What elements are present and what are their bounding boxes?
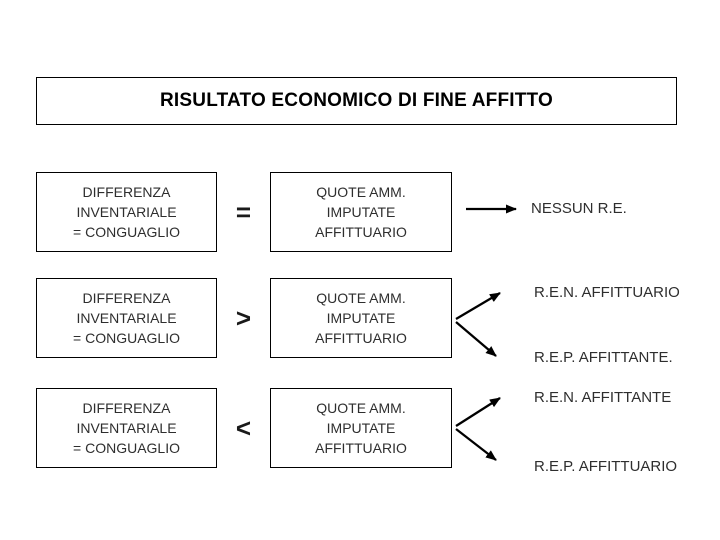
box-text-line: INVENTARIALE (76, 310, 177, 326)
arrow-up-right-icon (455, 292, 501, 320)
arrow-down-right-icon (455, 321, 497, 357)
box-text-line: QUOTE AMM. (316, 290, 406, 306)
box-text-line: DIFFERENZA (82, 184, 171, 200)
arrow-up-right-icon (455, 397, 501, 427)
difference-box-row1: DIFFERENZA INVENTARIALE = CONGUAGLIO (36, 172, 217, 252)
difference-box-row2: DIFFERENZA INVENTARIALE = CONGUAGLIO (36, 278, 217, 358)
quote-box-row3: QUOTE AMM. IMPUTATE AFFITTUARIO (270, 388, 452, 468)
title-box: RISULTATO ECONOMICO DI FINE AFFITTO (36, 77, 677, 125)
box-text-line: IMPUTATE (326, 204, 396, 220)
quote-box-row1: QUOTE AMM. IMPUTATE AFFITTUARIO (270, 172, 452, 252)
box-text-line: DIFFERENZA (82, 400, 171, 416)
box-text-line: INVENTARIALE (76, 204, 177, 220)
box-text-line: = CONGUAGLIO (73, 330, 180, 346)
operator-less-than: < (235, 412, 252, 443)
outcome-label-ren-affittante: R.E.N. AFFITTANTE (534, 389, 672, 406)
outcome-label-ren-affittuario: R.E.N. AFFITTUARIO (534, 284, 680, 301)
outcome-label-rep-affittante: R.E.P. AFFITTANTE. (534, 349, 673, 366)
operator-equal: = (235, 196, 252, 227)
slide-title: RISULTATO ECONOMICO DI FINE AFFITTO (160, 90, 553, 111)
operator-greater-than: > (235, 302, 252, 333)
box-text-line: IMPUTATE (326, 310, 396, 326)
quote-box-row2: QUOTE AMM. IMPUTATE AFFITTUARIO (270, 278, 452, 358)
outcome-label-no-result: NESSUN R.E. (531, 200, 627, 217)
box-text-line: AFFITTUARIO (315, 224, 407, 240)
box-text-line: IMPUTATE (326, 420, 396, 436)
outcome-label-rep-affittuario: R.E.P. AFFITTUARIO (534, 458, 678, 475)
box-text-line: AFFITTUARIO (315, 440, 407, 456)
box-text-line: DIFFERENZA (82, 290, 171, 306)
box-text-line: QUOTE AMM. (316, 400, 406, 416)
box-text-line: INVENTARIALE (76, 420, 177, 436)
difference-box-row3: DIFFERENZA INVENTARIALE = CONGUAGLIO (36, 388, 217, 468)
box-text-line: AFFITTUARIO (315, 330, 407, 346)
box-text-line: = CONGUAGLIO (73, 440, 180, 456)
arrow-down-right-icon (455, 428, 497, 461)
box-text-line: = CONGUAGLIO (73, 224, 180, 240)
box-text-line: QUOTE AMM. (316, 184, 406, 200)
